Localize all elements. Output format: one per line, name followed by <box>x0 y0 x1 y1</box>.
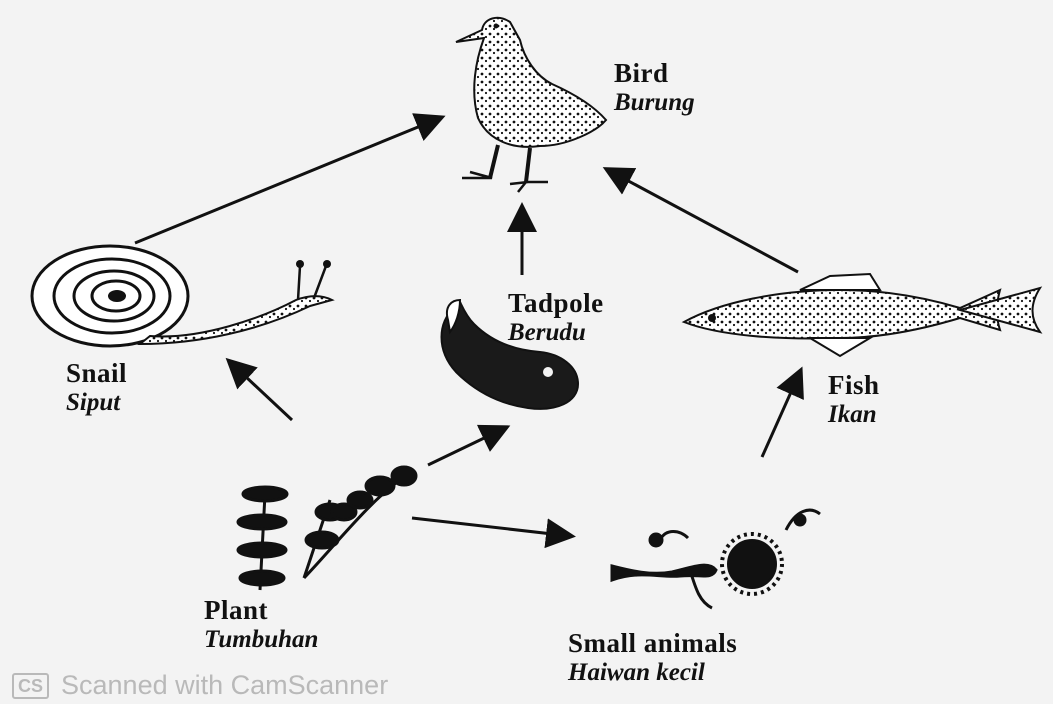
snail-label-ms: Siput <box>66 389 127 418</box>
camscanner-watermark: CS Scanned with CamScanner <box>12 670 388 701</box>
plant-label-en: Plant <box>204 595 318 626</box>
camscanner-logo-icon: CS <box>12 673 49 699</box>
node-label-bird: Bird Burung <box>614 58 695 118</box>
small-animals-label-ms: Haiwan kecil <box>568 659 737 688</box>
node-label-small-animals: Small animals Haiwan kecil <box>568 628 737 688</box>
arrow-plant-to-small-animals <box>412 518 570 536</box>
small-animals-label-en: Small animals <box>568 628 737 659</box>
arrow-small-animals-to-fish <box>762 372 800 457</box>
bird-illustration <box>456 18 606 192</box>
tadpole-label-ms: Berudu <box>508 319 604 348</box>
bird-label-en: Bird <box>614 58 695 89</box>
tadpole-label-en: Tadpole <box>508 288 604 319</box>
node-label-snail: Snail Siput <box>66 358 127 418</box>
plant-illustration <box>238 467 416 590</box>
watermark-text: Scanned with CamScanner <box>61 670 388 701</box>
bird-label-ms: Burung <box>614 89 695 118</box>
arrow-plant-to-tadpole <box>428 428 505 465</box>
arrow-snail-to-bird <box>135 118 440 243</box>
arrow-plant-to-snail <box>230 362 292 420</box>
fish-label-ms: Ikan <box>828 401 880 430</box>
arrow-fish-to-bird <box>608 170 798 272</box>
small-animals-illustration <box>612 510 820 608</box>
fish-label-en: Fish <box>828 370 880 401</box>
node-label-fish: Fish Ikan <box>828 370 880 430</box>
snail-label-en: Snail <box>66 358 127 389</box>
snail-illustration <box>32 246 332 346</box>
node-label-plant: Plant Tumbuhan <box>204 595 318 655</box>
fish-illustration <box>684 274 1040 356</box>
node-label-tadpole: Tadpole Berudu <box>508 288 604 348</box>
plant-label-ms: Tumbuhan <box>204 626 318 655</box>
